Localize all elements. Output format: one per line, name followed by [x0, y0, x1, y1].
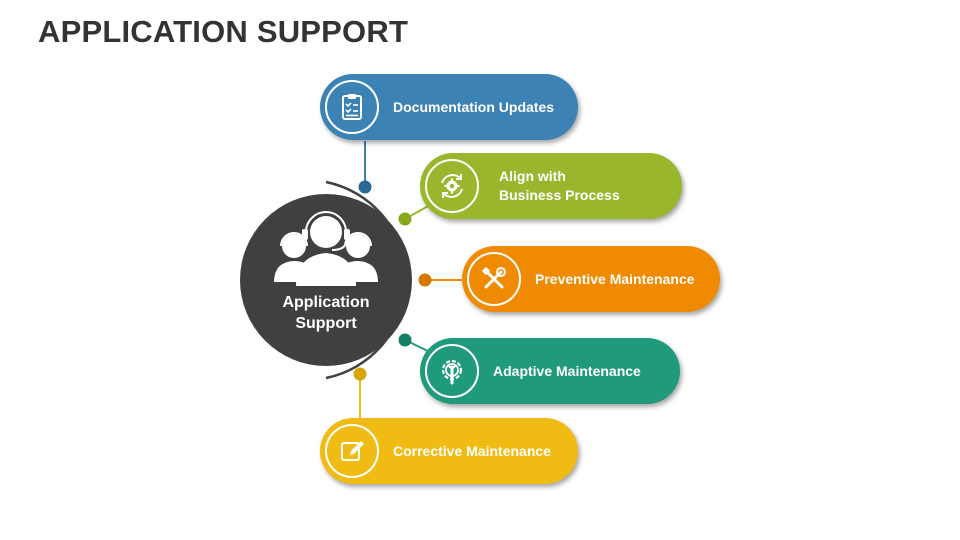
- dot-documentation: [358, 180, 372, 194]
- item-label-line1: Corrective Maintenance: [393, 442, 551, 459]
- center-label-line1: Application: [282, 294, 370, 311]
- item-label: Corrective Maintenance: [393, 442, 551, 461]
- clipboard-icon: [342, 94, 362, 120]
- support-team-icon: [274, 210, 378, 286]
- gear-cycle-icon: [441, 174, 463, 198]
- dot-adaptive: [398, 333, 412, 347]
- item-label: Documentation Updates: [393, 98, 554, 117]
- item-documentation-updates: Documentation Updates: [320, 74, 578, 140]
- item-icon-ring: [425, 159, 479, 213]
- item-label: Align with Business Process: [499, 167, 620, 205]
- item-icon-ring: [425, 344, 479, 398]
- item-icon-ring: [325, 80, 379, 134]
- gear-wrench-icon: [441, 359, 463, 385]
- item-label: Adaptive Maintenance: [493, 362, 641, 381]
- item-label-line1: Align with: [499, 168, 566, 184]
- item-align-business-process: Align with Business Process: [420, 153, 682, 219]
- item-label-line2: Business Process: [499, 187, 620, 203]
- center-label-line2: Support: [295, 315, 357, 332]
- item-label-line1: Preventive Maintenance: [535, 270, 695, 287]
- item-corrective-maintenance: Corrective Maintenance: [320, 418, 578, 484]
- center-label: Application Support: [246, 292, 406, 334]
- page-title: APPLICATION SUPPORT: [38, 14, 409, 49]
- item-icon-ring: [325, 424, 379, 478]
- item-preventive-maintenance: Preventive Maintenance: [462, 246, 720, 312]
- item-adaptive-maintenance: Adaptive Maintenance: [420, 338, 680, 404]
- item-label-line1: Documentation Updates: [393, 98, 555, 115]
- item-icon-ring: [467, 252, 521, 306]
- dot-preventive: [418, 273, 432, 287]
- dot-align: [398, 212, 412, 226]
- edit-icon: [341, 441, 364, 461]
- tools-icon: [482, 267, 506, 289]
- item-label: Preventive Maintenance: [535, 270, 695, 289]
- item-label-line1: Adaptive Maintenance: [493, 362, 641, 379]
- dot-corrective: [353, 367, 367, 381]
